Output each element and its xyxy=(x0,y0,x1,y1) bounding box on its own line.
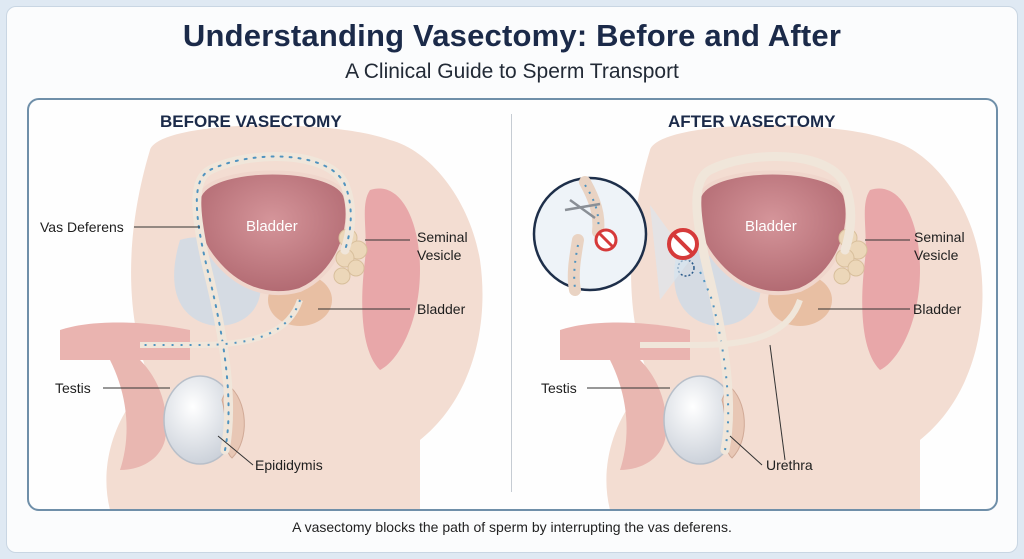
seminal-vesicle xyxy=(833,228,868,285)
bladder-organ xyxy=(194,170,350,296)
caption: A vasectomy blocks the path of sperm by … xyxy=(292,519,732,535)
after-heading: AFTER VASECTOMY xyxy=(668,112,836,131)
page-title: Understanding Vasectomy: Before and Afte… xyxy=(182,18,842,53)
rectum-tissue xyxy=(862,188,920,370)
ligature-clip-icon xyxy=(564,198,601,220)
label-seminal-line2-after: Vesicle xyxy=(914,247,959,263)
sperm-path xyxy=(195,155,352,451)
label-bladder-organ: Bladder xyxy=(246,218,298,235)
before-heading: BEFORE VASECTOMY xyxy=(160,112,342,131)
page-subtitle: A Clinical Guide to Sperm Transport xyxy=(345,60,679,83)
after-leader-lines xyxy=(587,239,910,466)
label-seminal-line1-after: Seminal xyxy=(914,229,965,245)
rectum-tissue xyxy=(362,188,420,370)
label-epididymis: Epididymis xyxy=(255,457,323,473)
vas-deferens xyxy=(692,152,856,455)
label-testis-after: Testis xyxy=(541,380,577,396)
label-bladder-organ-after: Bladder xyxy=(745,218,797,235)
before-leader-lines xyxy=(103,226,410,466)
urethra xyxy=(140,298,303,348)
label-testis: Testis xyxy=(55,380,91,396)
label-vas-deferens: Vas Deferens xyxy=(40,219,124,235)
label-seminal-line1: Seminal xyxy=(417,229,468,245)
label-bladder: Bladder xyxy=(417,301,466,317)
urethra xyxy=(640,298,803,348)
label-bladder-after: Bladder xyxy=(913,301,962,317)
penis-shaft xyxy=(560,322,690,360)
penis-shaft xyxy=(60,322,190,360)
no-entry-icon xyxy=(667,228,699,260)
after-anatomy xyxy=(560,125,983,509)
before-anatomy xyxy=(60,125,483,509)
label-urethra: Urethra xyxy=(766,457,813,473)
label-seminal-line2: Vesicle xyxy=(417,247,462,263)
bladder-organ xyxy=(694,170,850,296)
no-entry-icon-small xyxy=(594,228,618,252)
panel-divider xyxy=(511,114,512,492)
